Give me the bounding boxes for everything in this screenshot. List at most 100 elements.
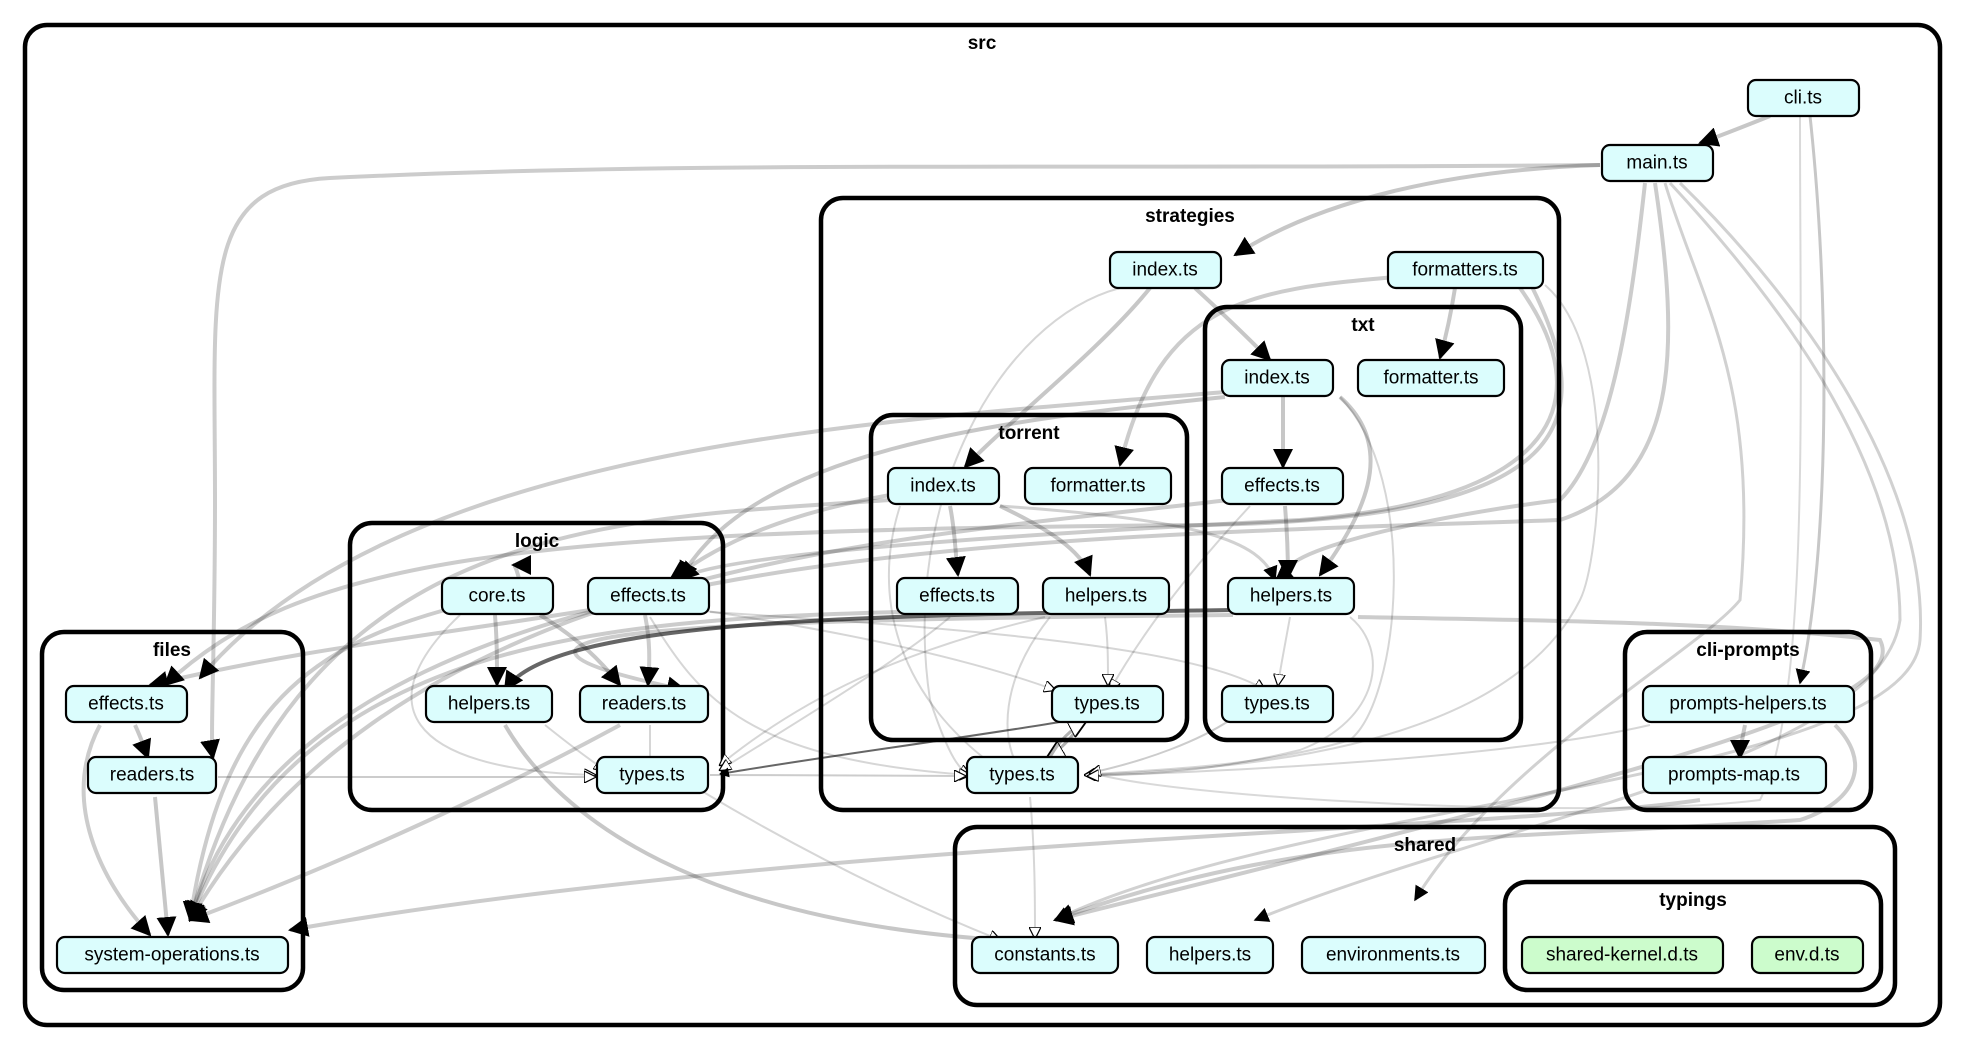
edge <box>649 616 970 775</box>
edge <box>999 504 1278 582</box>
cluster-txt: txt <box>1202 304 1524 743</box>
file-node-prompts-map[interactable]: prompts-map.ts <box>1641 755 1828 795</box>
cluster-txt-label: txt <box>1351 315 1375 336</box>
cluster-logic-label: logic <box>515 531 560 552</box>
edge <box>887 505 1000 770</box>
file-node-logic-readers[interactable]: readers.ts <box>578 684 710 724</box>
cluster-src: src <box>22 22 1943 1028</box>
edge <box>410 614 595 775</box>
cluster-shared-label: shared <box>1394 835 1456 856</box>
edge <box>668 493 891 582</box>
file-node-txt-formatter[interactable]: formatter.ts <box>1356 358 1506 398</box>
edge <box>1698 114 1771 147</box>
file-node-torrent-helpers[interactable]: helpers.ts <box>1041 576 1171 616</box>
edge <box>1053 723 1858 924</box>
node-label: helpers.ts <box>1065 586 1147 607</box>
edge <box>1053 615 1885 926</box>
node-label: helpers.ts <box>1250 586 1332 607</box>
cluster-typings: typings <box>1502 879 1884 993</box>
file-node-env-d[interactable]: env.d.ts <box>1750 935 1865 975</box>
edge <box>963 286 1152 469</box>
edge <box>678 395 1226 582</box>
node-label: prompts-map.ts <box>1668 765 1800 786</box>
file-node-shared-helpers[interactable]: helpers.ts <box>1145 935 1275 975</box>
edge <box>503 723 1001 942</box>
file-node-txt-index[interactable]: index.ts <box>1220 358 1335 398</box>
node-label: core.ts <box>468 586 525 607</box>
node-label: index.ts <box>1244 368 1309 389</box>
cluster-torrent: torrent <box>868 412 1190 743</box>
edge <box>182 608 446 922</box>
node-label: system-operations.ts <box>84 945 259 966</box>
cluster-src-label: src <box>968 33 997 54</box>
file-node-shared-environments[interactable]: environments.ts <box>1300 935 1487 975</box>
edge <box>1085 396 1395 775</box>
edge <box>538 613 622 687</box>
file-node-logic-effects[interactable]: effects.ts <box>586 576 711 616</box>
edge <box>709 775 965 776</box>
node-label: environments.ts <box>1326 945 1460 966</box>
edge <box>1193 286 1272 362</box>
node-label: effects.ts <box>1244 476 1320 497</box>
edge <box>185 182 1671 922</box>
file-node-torrent-formatter[interactable]: formatter.ts <box>1023 466 1173 506</box>
edge <box>1318 395 1373 577</box>
edge <box>719 721 1061 778</box>
file-node-txt-helpers[interactable]: helpers.ts <box>1226 576 1356 616</box>
cluster-logic: logic <box>347 520 726 813</box>
node-label: readers.ts <box>110 765 194 786</box>
node-label: env.d.ts <box>1774 945 1839 966</box>
file-node-logic-core[interactable]: core.ts <box>440 576 555 616</box>
file-node-prompts-helpers[interactable]: prompts-helpers.ts <box>1641 684 1856 724</box>
edge <box>699 789 1000 940</box>
edge <box>1413 182 1746 902</box>
edge <box>200 163 1601 760</box>
file-node-logic-helpers[interactable]: helpers.ts <box>424 684 554 724</box>
file-node-torrent-index[interactable]: index.ts <box>886 466 1001 506</box>
edge <box>163 282 1564 687</box>
edge <box>1233 163 1601 257</box>
node-label: index.ts <box>910 476 975 497</box>
edge <box>1048 722 1085 758</box>
edge <box>1278 616 1291 685</box>
edge <box>288 798 1701 937</box>
node-label: effects.ts <box>919 586 995 607</box>
edge <box>1085 616 1374 775</box>
edge <box>1253 181 1902 922</box>
edge <box>945 505 966 577</box>
cluster-strategies: strategies <box>818 195 1562 813</box>
edge <box>678 286 1559 582</box>
file-node-strategies-types[interactable]: types.ts <box>965 755 1080 795</box>
edge <box>1274 182 1647 582</box>
file-node-files-effects[interactable]: effects.ts <box>64 684 189 724</box>
file-node-files-readers[interactable]: readers.ts <box>86 755 218 795</box>
cluster-typings-label: typings <box>1659 890 1727 911</box>
node-label: formatters.ts <box>1412 260 1518 281</box>
file-node-shared-kernel[interactable]: shared-kernel.d.ts <box>1520 935 1725 975</box>
edge <box>1795 115 1826 685</box>
file-node-files-system-operations[interactable]: system-operations.ts <box>55 935 290 975</box>
file-node-main[interactable]: main.ts <box>1600 143 1715 183</box>
edge <box>132 724 152 760</box>
dependency-edges <box>81 114 1923 942</box>
edge <box>153 796 177 937</box>
file-node-strategies-index[interactable]: index.ts <box>1108 250 1223 290</box>
node-label: prompts-helpers.ts <box>1669 694 1826 715</box>
cluster-shared: shared <box>952 824 1898 1008</box>
file-node-cli[interactable]: cli.ts <box>1746 78 1861 118</box>
file-node-shared-constants[interactable]: constants.ts <box>970 935 1120 975</box>
edge <box>1105 616 1108 685</box>
file-node-txt-types[interactable]: types.ts <box>1220 684 1335 724</box>
file-node-torrent-types[interactable]: types.ts <box>1050 684 1165 724</box>
cluster-torrent-label: torrent <box>998 423 1060 444</box>
edge <box>1277 505 1298 580</box>
file-node-torrent-effects[interactable]: effects.ts <box>895 576 1020 616</box>
file-node-strategies-formatters[interactable]: formatters.ts <box>1386 250 1545 290</box>
edge <box>639 614 660 687</box>
file-node-txt-effects[interactable]: effects.ts <box>1220 466 1345 506</box>
edge <box>720 616 1046 765</box>
file-node-logic-types[interactable]: types.ts <box>595 755 710 795</box>
node-label: shared-kernel.d.ts <box>1546 945 1698 966</box>
edge <box>1114 275 1396 467</box>
